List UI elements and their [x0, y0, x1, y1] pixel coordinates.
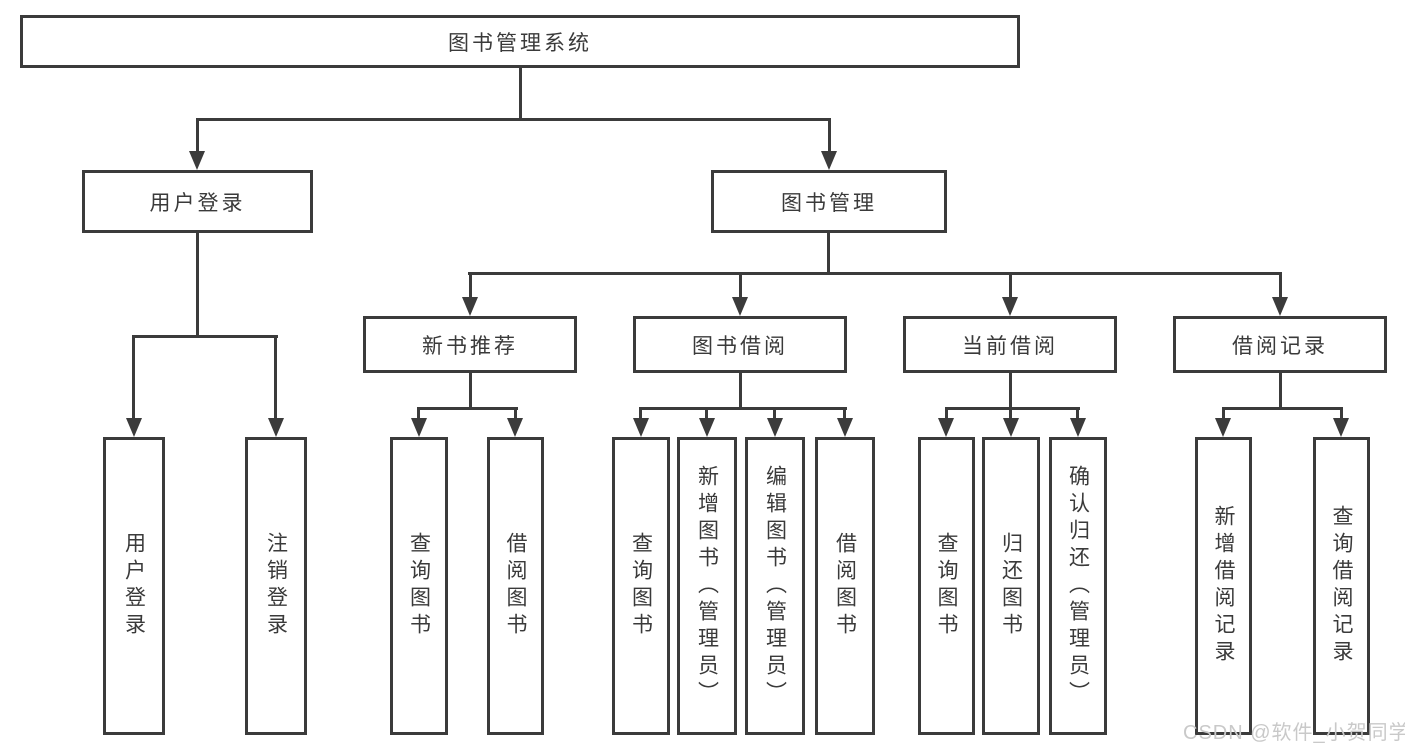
- connector-line: [1279, 272, 1282, 304]
- node-leaf-borrow-books-recommend: 借阅图书: [487, 437, 544, 735]
- connector-line: [1279, 373, 1282, 410]
- node-leaf-borrow-books: 借阅图书: [815, 437, 875, 735]
- connector-line: [469, 272, 472, 304]
- connector-line: [705, 407, 708, 422]
- connector-line: [196, 118, 199, 154]
- arrow-down-icon: [938, 418, 954, 437]
- connector-line: [1222, 407, 1225, 422]
- connector-line: [519, 68, 522, 121]
- node-new-book-recommend: 新书推荐: [363, 316, 577, 373]
- node-leaf-query-borrow-record: 查询借阅记录: [1313, 437, 1370, 735]
- node-label: 查询借阅记录: [1330, 505, 1353, 667]
- connector-line: [1009, 373, 1012, 410]
- connector-line: [1222, 407, 1343, 410]
- connector-line: [639, 407, 847, 410]
- node-leaf-add-books-admin: 新增图书（管理员）: [677, 437, 737, 735]
- node-label: 新增图书（管理员）: [695, 464, 719, 708]
- arrow-down-icon: [837, 418, 853, 437]
- connector-line: [843, 407, 846, 422]
- arrow-down-icon: [1002, 297, 1018, 316]
- node-book-management: 图书管理: [711, 170, 947, 233]
- node-leaf-add-borrow-record: 新增借阅记录: [1195, 437, 1252, 735]
- connector-line: [739, 272, 742, 304]
- connector-line: [739, 373, 742, 410]
- connector-line: [1340, 407, 1343, 422]
- arrow-down-icon: [732, 297, 748, 316]
- node-book-borrowing: 图书借阅: [633, 316, 847, 373]
- connector-line: [639, 407, 642, 422]
- node-leaf-query-books-recommend: 查询图书: [390, 437, 448, 735]
- node-borrowing-records: 借阅记录: [1173, 316, 1387, 373]
- node-leaf-edit-books-admin: 编辑图书（管理员）: [745, 437, 805, 735]
- arrow-down-icon: [126, 418, 142, 437]
- arrow-down-icon: [1003, 418, 1019, 437]
- node-label: 图书借阅: [692, 334, 788, 358]
- node-label: 新书推荐: [422, 334, 518, 358]
- node-label: 当前借阅: [962, 334, 1058, 358]
- arrow-down-icon: [821, 151, 837, 170]
- node-user-login: 用户登录: [82, 170, 313, 233]
- node-label: 查询图书: [629, 532, 653, 640]
- connector-line: [468, 272, 1281, 275]
- node-label: 编辑图书（管理员）: [763, 464, 787, 708]
- node-label: 确认归还（管理员）: [1066, 464, 1090, 708]
- connector-line: [418, 407, 518, 410]
- node-current-borrowing: 当前借阅: [903, 316, 1117, 373]
- connector-line: [196, 118, 830, 121]
- node-leaf-confirm-return-admin: 确认归还（管理员）: [1049, 437, 1107, 735]
- node-label: 查询图书: [935, 532, 958, 640]
- arrow-down-icon: [767, 418, 783, 437]
- connector-line: [132, 335, 278, 338]
- node-book-management-system: 图书管理系统: [20, 15, 1020, 68]
- connector-line: [773, 407, 776, 422]
- arrow-down-icon: [411, 418, 427, 437]
- connector-line: [274, 335, 277, 423]
- connector-line: [945, 407, 1080, 410]
- node-label: 新增借阅记录: [1212, 505, 1235, 667]
- node-leaf-query-books-current: 查询图书: [918, 437, 975, 735]
- arrow-down-icon: [699, 418, 715, 437]
- node-leaf-return-books: 归还图书: [982, 437, 1040, 735]
- arrow-down-icon: [1272, 297, 1288, 316]
- node-label: 图书管理: [781, 191, 877, 215]
- node-label: 归还图书: [999, 532, 1023, 640]
- connector-line: [1009, 407, 1012, 422]
- watermark-text: CSDN @软件_小贺同学: [1183, 722, 1405, 744]
- connector-line: [514, 407, 517, 422]
- arrow-down-icon: [507, 418, 523, 437]
- node-label: 注销登录: [264, 532, 288, 640]
- node-label: 借阅图书: [833, 532, 857, 640]
- node-label: 借阅图书: [504, 532, 527, 640]
- connector-line: [828, 118, 831, 154]
- node-label: 借阅记录: [1232, 334, 1328, 358]
- arrow-down-icon: [268, 418, 284, 437]
- node-leaf-logout: 注销登录: [245, 437, 307, 735]
- node-label: 图书管理系统: [448, 31, 592, 55]
- arrow-down-icon: [1070, 418, 1086, 437]
- connector-line: [417, 407, 420, 422]
- node-label: 用户登录: [122, 532, 146, 640]
- node-label: 查询图书: [407, 532, 431, 640]
- arrow-down-icon: [633, 418, 649, 437]
- arrow-down-icon: [462, 297, 478, 316]
- connector-line: [132, 335, 135, 423]
- connector-line: [469, 373, 472, 410]
- node-leaf-user-login: 用户登录: [103, 437, 165, 735]
- connector-line: [1009, 272, 1012, 304]
- connector-line: [945, 407, 948, 422]
- arrow-down-icon: [1333, 418, 1349, 437]
- node-leaf-query-books-borrowing: 查询图书: [612, 437, 670, 735]
- arrow-down-icon: [1215, 418, 1231, 437]
- connector-line: [827, 233, 830, 275]
- connector-line: [1076, 407, 1079, 422]
- arrow-down-icon: [189, 151, 205, 170]
- connector-line: [196, 233, 199, 338]
- node-label: 用户登录: [149, 191, 246, 215]
